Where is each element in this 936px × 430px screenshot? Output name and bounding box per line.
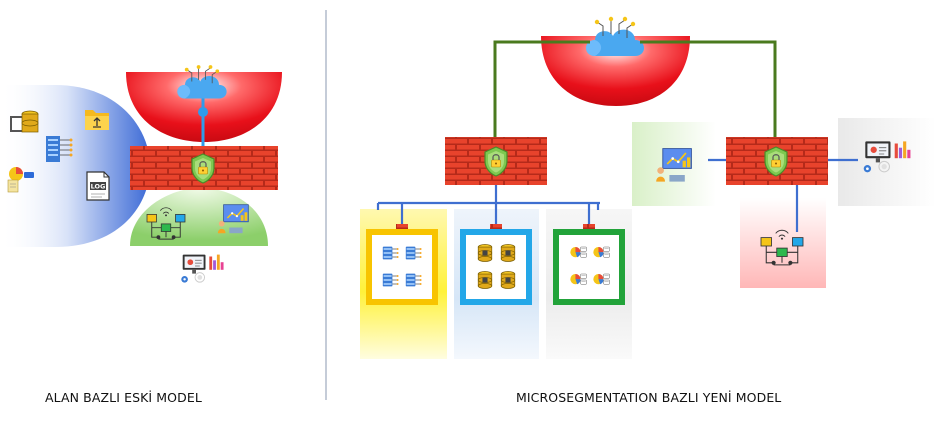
upload-folder-icon bbox=[85, 110, 109, 130]
left-link-node bbox=[198, 107, 208, 117]
right-internet-zone bbox=[541, 36, 690, 106]
analytics-chart-icon bbox=[7, 167, 34, 193]
firewall-segments bbox=[445, 137, 547, 185]
database-stack-icon bbox=[500, 244, 516, 262]
left-firewall bbox=[130, 146, 278, 190]
monitor-dashboard-icon bbox=[180, 254, 225, 284]
log-file-icon: LOG bbox=[86, 171, 110, 201]
log-label: LOG bbox=[91, 183, 106, 191]
caption-new-model: MICROSEGMENTATION BAZLI YENİ MODEL bbox=[516, 390, 782, 405]
green-link-left bbox=[493, 40, 590, 140]
caption-old-model: ALAN BAZLI ESKİ MODEL bbox=[45, 390, 202, 405]
right-new-model bbox=[360, 16, 936, 359]
segment-servers bbox=[366, 229, 438, 305]
left-old-model: LOG bbox=[0, 64, 282, 284]
server-rack-icon bbox=[46, 136, 73, 162]
segment-databases bbox=[460, 229, 532, 305]
devices-zone-red bbox=[740, 198, 826, 288]
database-stack-icon bbox=[500, 271, 516, 289]
segment-analytics bbox=[553, 229, 625, 305]
left-zone-blue bbox=[0, 85, 150, 247]
database-archive-icon bbox=[10, 110, 39, 133]
green-link-right bbox=[640, 40, 777, 140]
firewall-edge bbox=[726, 137, 828, 185]
blue-links bbox=[376, 158, 858, 232]
database-stack-icon bbox=[477, 244, 493, 262]
database-stack-icon bbox=[477, 271, 493, 289]
